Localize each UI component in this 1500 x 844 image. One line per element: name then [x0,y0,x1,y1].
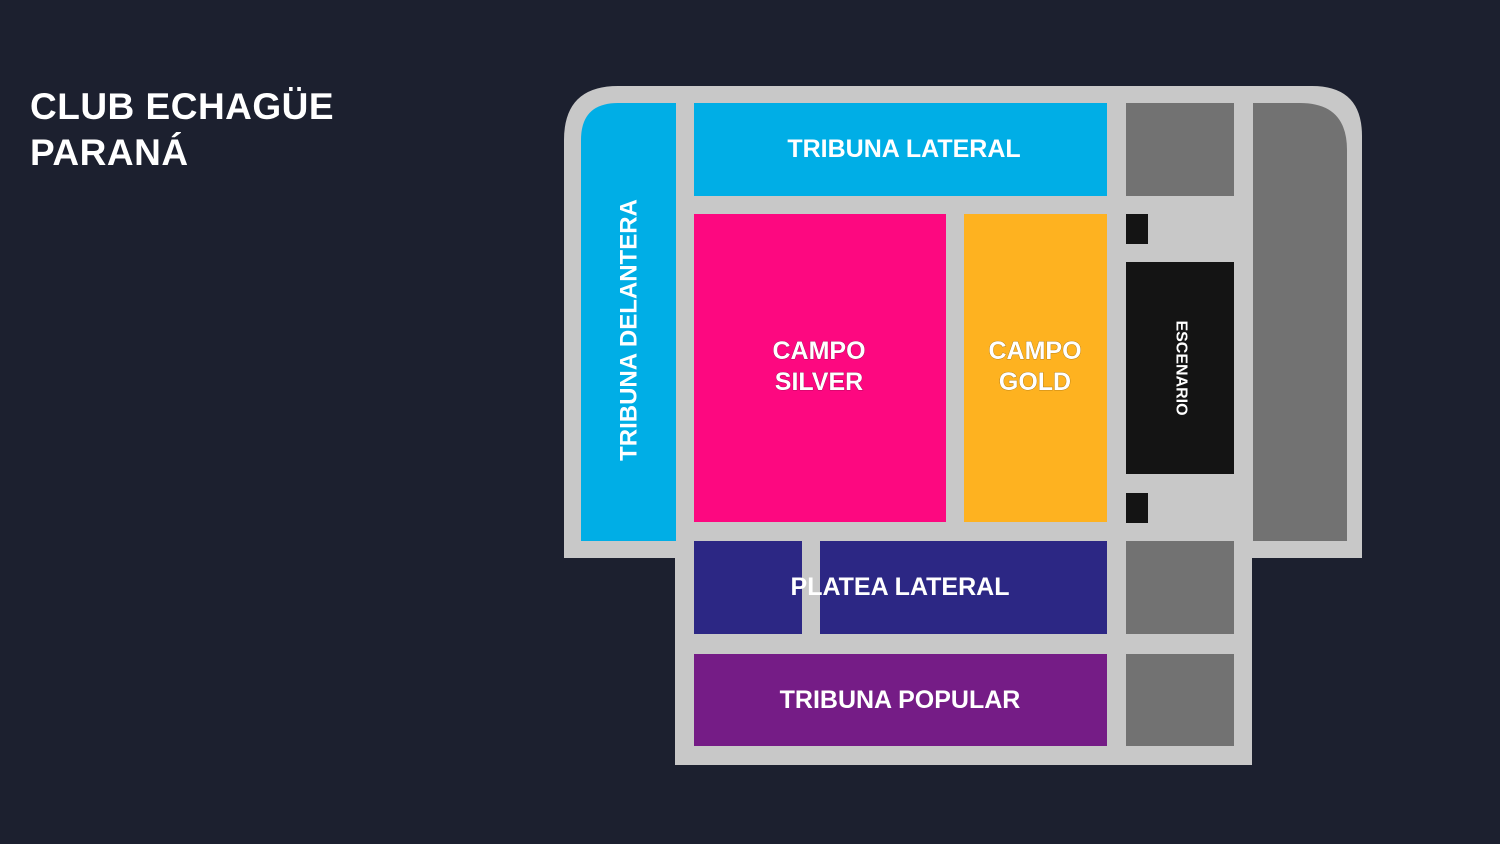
campo-gold-label-line1: CAMPO [988,337,1081,365]
campo-silver-area [694,214,946,522]
venue-title: CLUB ECHAGÜE PARANÁ [30,84,334,176]
campo-gold-label-line2: GOLD [999,368,1071,396]
platea-lateral-area [820,541,1107,634]
section-campo-gold[interactable]: CAMPO GOLD [964,214,1107,522]
campo-silver-label-line2: SILVER [775,368,863,396]
platea-lateral-area [694,541,802,634]
tribuna-lateral-area [694,103,1107,196]
campo-silver-label-line1: CAMPO [772,337,865,365]
tribuna-lateral-label: TRIBUNA LATERAL [787,135,1020,163]
section-tribuna-lateral[interactable]: TRIBUNA LATERAL [694,103,1107,196]
campo-gold-area [964,214,1107,522]
unavailable-block [1126,103,1234,196]
unavailable-block [1126,541,1234,634]
stage-label: ESCENARIO [1173,320,1190,415]
section-tribuna-delantera[interactable]: TRIBUNA DELANTERA [581,103,676,541]
tribuna-delantera-area [581,103,676,541]
stage: ESCENARIO [1126,262,1234,474]
platea-lateral-label: PLATEA LATERAL [791,573,1010,601]
stage-side-block [1126,214,1148,244]
section-platea-lateral[interactable]: PLATEA LATERAL [694,541,1107,634]
venue-name: CLUB ECHAGÜE [30,86,335,127]
stage-area [1126,262,1234,474]
section-campo-silver[interactable]: CAMPO SILVER [694,214,946,522]
unavailable-areas [1126,103,1347,746]
tribuna-popular-area [694,654,1107,746]
section-tribuna-popular[interactable]: TRIBUNA POPULAR [694,654,1107,746]
venue-city: PARANÁ [30,132,189,173]
tribuna-delantera-label: TRIBUNA DELANTERA [616,199,643,461]
tribuna-popular-label: TRIBUNA POPULAR [780,686,1021,714]
unavailable-block [1126,654,1234,746]
unavailable-block [1253,103,1347,541]
stage-side-block [1126,493,1148,523]
